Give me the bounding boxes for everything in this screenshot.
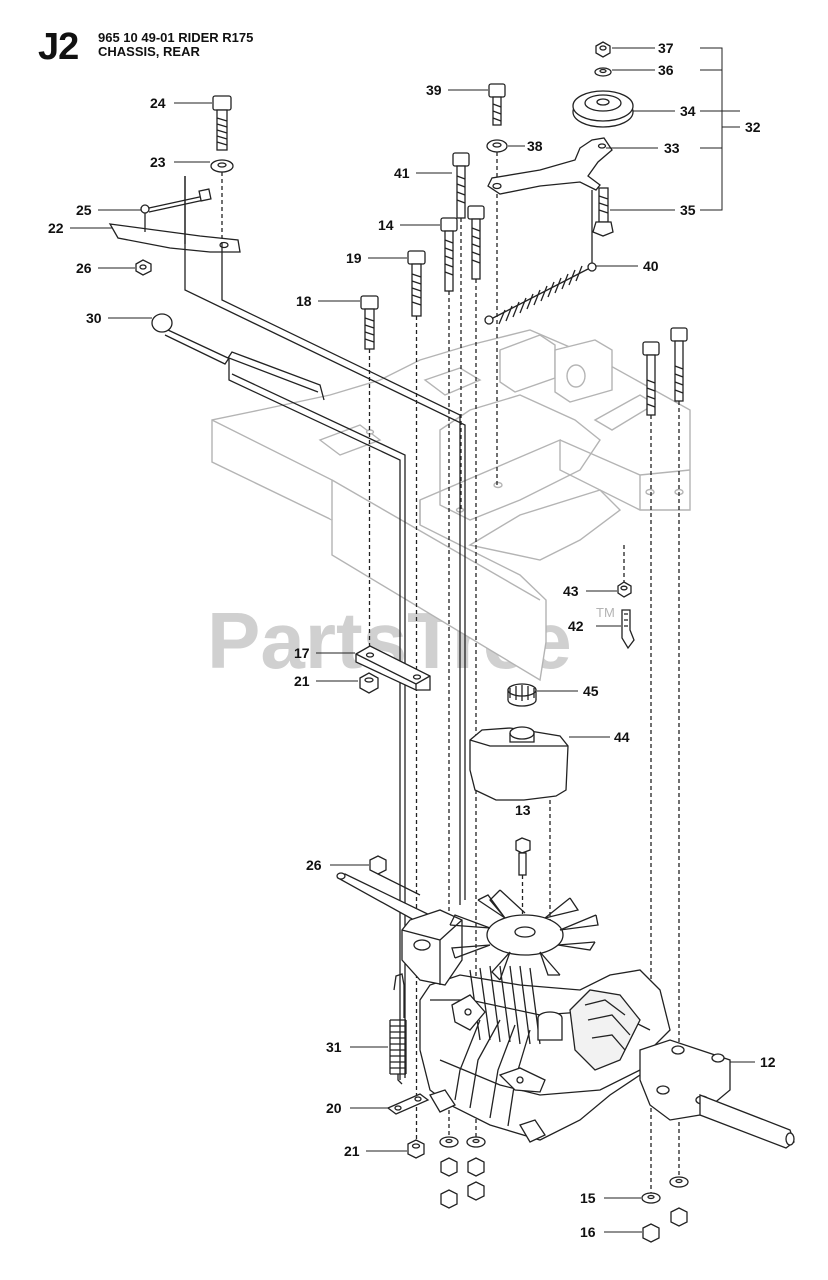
callout-labels: 24 23 25 22 26 30 18 19 14 41 39 38 37 3… <box>48 40 776 1240</box>
callout-26-lower: 26 <box>306 857 322 873</box>
reservoir-44 <box>469 726 569 930</box>
callout-30: 30 <box>86 310 102 326</box>
callout-18: 18 <box>296 293 312 309</box>
nut-21-lower <box>407 1139 425 1159</box>
callout-38: 38 <box>527 138 543 154</box>
nut-43 <box>617 545 632 598</box>
washer-38 <box>486 139 508 485</box>
leader-lines <box>70 47 755 1233</box>
bolt-18 <box>360 295 379 650</box>
callout-37: 37 <box>658 40 674 56</box>
nut-37 <box>595 41 611 58</box>
transaxle-12 <box>336 872 795 1149</box>
callout-43: 43 <box>563 583 579 599</box>
pulley-34 <box>572 90 634 128</box>
bolt-39 <box>488 83 506 126</box>
model-line: 965 10 49-01 RIDER R175 <box>98 30 254 45</box>
callout-23: 23 <box>150 154 166 170</box>
callout-14: 14 <box>378 217 394 233</box>
plate-17 <box>355 645 431 691</box>
washer-nut-stack-left <box>439 1136 486 1209</box>
link-rod-22 <box>184 176 466 905</box>
callout-17: 17 <box>294 645 310 661</box>
rod-30 <box>151 313 406 1080</box>
callout-42: 42 <box>568 618 584 634</box>
callout-26-upper: 26 <box>76 260 92 276</box>
callout-41: 41 <box>394 165 410 181</box>
callout-21-lower: 21 <box>344 1143 360 1159</box>
spring-40 <box>484 190 597 325</box>
callout-31: 31 <box>326 1039 342 1055</box>
callout-12: 12 <box>760 1054 776 1070</box>
bolt-35 <box>592 187 614 237</box>
callout-21-upper: 21 <box>294 673 310 689</box>
rod-end-25 <box>140 188 212 232</box>
nut-16 <box>642 1207 688 1243</box>
spring-31 <box>389 973 407 1085</box>
callout-44: 44 <box>614 729 630 745</box>
washer-36 <box>594 67 612 77</box>
callout-20: 20 <box>326 1100 342 1116</box>
bolt-upper-right-a <box>642 341 660 1195</box>
callout-16: 16 <box>580 1224 596 1240</box>
callout-24: 24 <box>150 95 166 111</box>
bracket-20 <box>386 1093 430 1115</box>
callout-25: 25 <box>76 202 92 218</box>
callout-45: 45 <box>583 683 599 699</box>
bolt-41 <box>452 152 470 510</box>
bolt-19 <box>407 250 426 1140</box>
chassis-frame-outline <box>211 329 691 682</box>
clip-42 <box>621 609 635 650</box>
nut-21-upper <box>359 672 379 694</box>
callout-13: 13 <box>515 802 531 818</box>
washer-15 <box>641 1176 689 1204</box>
lever-22 <box>108 176 241 253</box>
parts <box>108 41 795 1243</box>
callout-33: 33 <box>664 140 680 156</box>
washer-23 <box>210 159 234 173</box>
section-title: CHASSIS, REAR <box>98 44 200 59</box>
cap-45 <box>507 683 537 707</box>
nut-26-upper <box>135 259 152 276</box>
bolt-24 <box>212 95 232 151</box>
watermark-tm: TM <box>596 605 615 620</box>
bolt-upper-right-b <box>670 327 688 1180</box>
callout-34: 34 <box>680 103 696 119</box>
bolt-13 <box>515 837 531 930</box>
callout-39: 39 <box>426 82 442 98</box>
callout-35: 35 <box>680 202 696 218</box>
callout-19: 19 <box>346 250 362 266</box>
callout-36: 36 <box>658 62 674 78</box>
callout-15: 15 <box>580 1190 596 1206</box>
callout-40: 40 <box>643 258 659 274</box>
section-code: J2 <box>38 26 79 68</box>
callout-22: 22 <box>48 220 64 236</box>
callout-32: 32 <box>745 119 761 135</box>
nut-26-lower <box>369 855 421 896</box>
page-header: J2 965 10 49-01 RIDER R175 CHASSIS, REAR <box>0 0 828 80</box>
idler-arm-33 <box>487 137 613 195</box>
